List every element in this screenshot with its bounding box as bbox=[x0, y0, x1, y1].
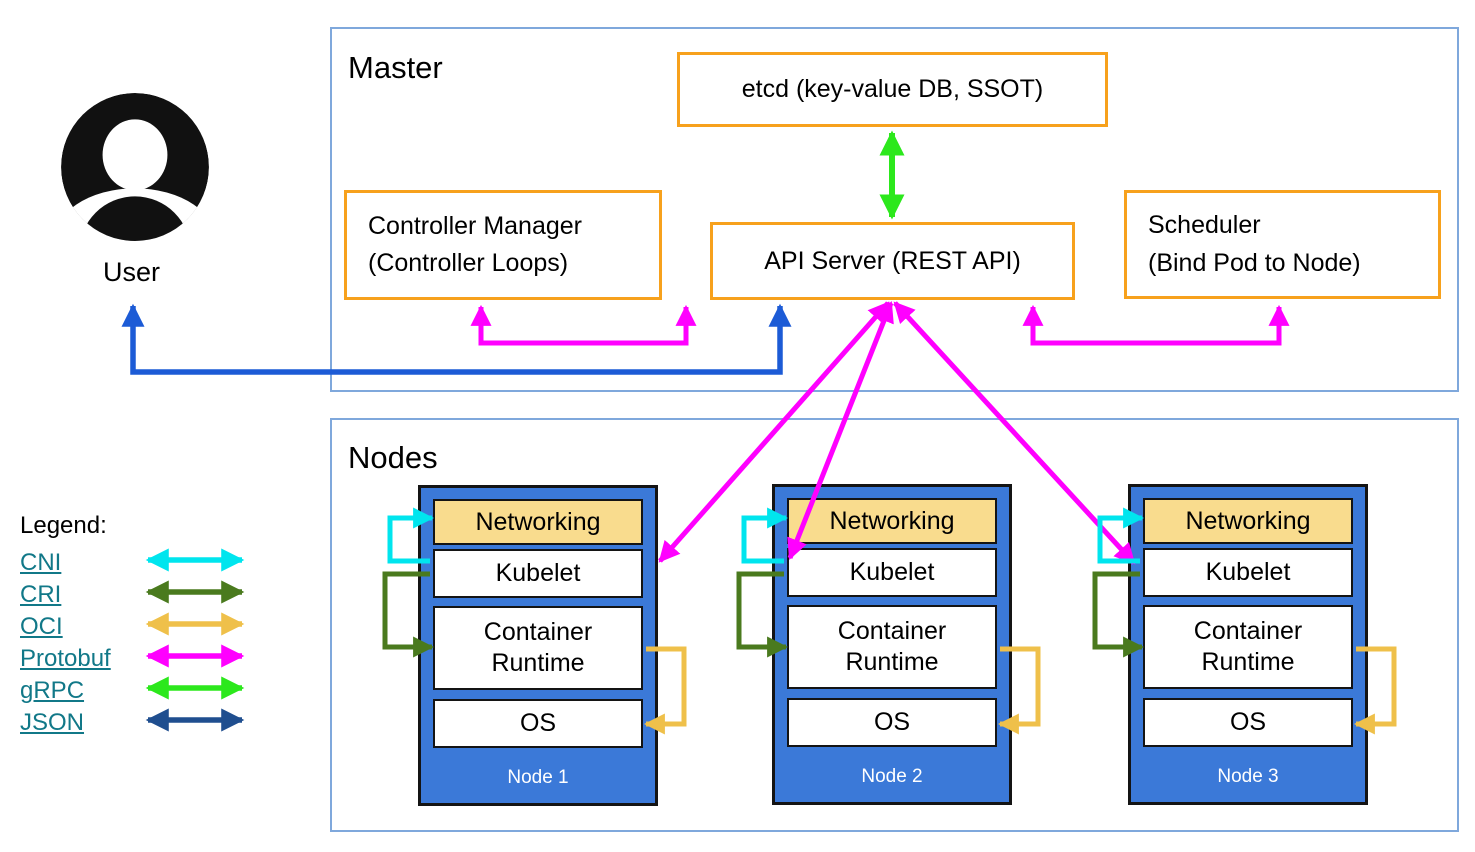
api-server-label: API Server (REST API) bbox=[764, 246, 1021, 275]
node-2-os-box: OS bbox=[787, 698, 997, 747]
legend-link-grpc[interactable]: gRPC bbox=[20, 677, 85, 704]
etcd-label: etcd (key-value DB, SSOT) bbox=[741, 75, 1044, 103]
node-3-container-runtime-box: Container Runtime bbox=[1143, 605, 1353, 689]
os-label: OS bbox=[873, 708, 911, 736]
node-1-label: Node 1 bbox=[507, 767, 569, 788]
legend-title: Legend: bbox=[20, 512, 107, 539]
container-runtime-label: Container Runtime bbox=[1193, 616, 1303, 676]
scheduler-label-line1: Scheduler bbox=[1148, 211, 1261, 239]
node-3-kubelet-box: Kubelet bbox=[1143, 548, 1353, 597]
node-3-box: Networking Kubelet Container Runtime OS … bbox=[1128, 484, 1368, 805]
legend-link-oci[interactable]: OCI bbox=[20, 613, 63, 640]
legend-link-protobuf[interactable]: Protobuf bbox=[20, 645, 111, 672]
os-label: OS bbox=[1229, 708, 1267, 736]
node-2-kubelet-box: Kubelet bbox=[787, 548, 997, 597]
container-runtime-label: Container Runtime bbox=[483, 617, 593, 677]
networking-label: Networking bbox=[829, 506, 955, 535]
node-1-kubelet-box: Kubelet bbox=[433, 549, 643, 598]
controller-manager-box: Controller Manager (Controller Loops) bbox=[344, 190, 662, 300]
kubelet-label: Kubelet bbox=[1205, 558, 1291, 586]
node-1-networking-box: Networking bbox=[433, 499, 643, 545]
legend-link-cni[interactable]: CNI bbox=[20, 549, 62, 576]
node-1-os-box: OS bbox=[433, 699, 643, 748]
node-2-box: Networking Kubelet Container Runtime OS … bbox=[772, 484, 1012, 805]
networking-label: Networking bbox=[475, 507, 601, 536]
node-1-container-runtime-box: Container Runtime bbox=[433, 606, 643, 690]
scheduler-box: Scheduler (Bind Pod to Node) bbox=[1124, 190, 1441, 299]
scheduler-label-line2: (Bind Pod to Node) bbox=[1148, 248, 1361, 277]
node-2-label: Node 2 bbox=[861, 766, 923, 787]
api-server-box: API Server (REST API) bbox=[710, 222, 1075, 300]
node-2-container-runtime-box: Container Runtime bbox=[787, 605, 997, 689]
container-runtime-label: Container Runtime bbox=[837, 616, 947, 676]
master-title: Master bbox=[348, 50, 443, 85]
os-label: OS bbox=[519, 709, 557, 737]
legend-link-json[interactable]: JSON bbox=[20, 709, 85, 736]
etcd-box: etcd (key-value DB, SSOT) bbox=[677, 52, 1108, 127]
networking-label: Networking bbox=[1185, 506, 1311, 535]
node-1-box: Networking Kubelet Container Runtime OS … bbox=[418, 485, 658, 806]
node-2-networking-box: Networking bbox=[787, 498, 997, 544]
controller-manager-label-line2: (Controller Loops) bbox=[368, 249, 569, 277]
kubelet-label: Kubelet bbox=[849, 558, 935, 586]
node-3-networking-box: Networking bbox=[1143, 498, 1353, 544]
node-3-label: Node 3 bbox=[1217, 766, 1279, 787]
nodes-title: Nodes bbox=[348, 440, 438, 475]
node-3-os-box: OS bbox=[1143, 698, 1353, 747]
kubelet-label: Kubelet bbox=[495, 559, 581, 587]
user-label: User bbox=[103, 257, 161, 287]
user-icon bbox=[61, 93, 209, 241]
legend-link-cri[interactable]: CRI bbox=[20, 581, 62, 608]
controller-manager-label-line1: Controller Manager bbox=[368, 211, 582, 240]
